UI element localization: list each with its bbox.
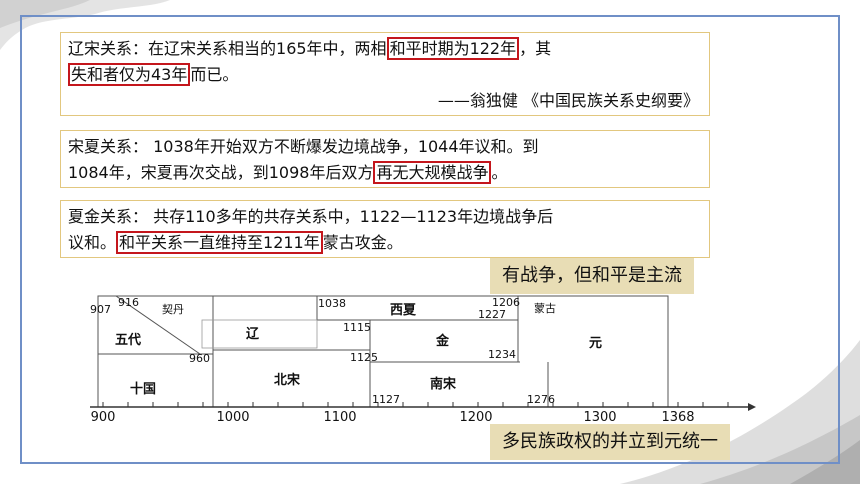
axis-label-1368: 1368 <box>661 410 694 425</box>
axis-label-1000: 1000 <box>216 410 249 425</box>
year-1038: 1038 <box>318 297 346 310</box>
regime-jin: 金 <box>435 333 450 349</box>
regime-xixia: 西夏 <box>390 303 417 318</box>
regime-qidan: 契丹 <box>162 302 184 316</box>
liao-inner-box <box>201 319 318 349</box>
year-960: 960 <box>189 352 210 365</box>
axis-label-1200: 1200 <box>459 410 492 425</box>
year-1125: 1125 <box>350 351 378 364</box>
content-frame <box>20 15 840 464</box>
regime-liao: 辽 <box>246 327 260 342</box>
axis-label-1300: 1300 <box>583 410 616 425</box>
year-1276: 1276 <box>527 393 555 406</box>
quote-source: ——翁独健 《中国民族关系史纲要》 <box>437 91 699 110</box>
year-1227: 1227 <box>478 308 506 321</box>
regime-beisong: 北宋 <box>274 372 301 388</box>
highlight-no-major-war: 再无大规模战争 <box>373 161 492 184</box>
regime-menggu: 蒙古 <box>534 302 556 315</box>
highlight-peace-years: 和平时期为122年 <box>386 37 520 60</box>
highlight-war-years: 失和者仅为43年 <box>68 63 191 86</box>
axis-label-900: 900 <box>91 410 116 425</box>
axis-label-1100: 1100 <box>323 410 356 425</box>
year-1115: 1115 <box>343 321 371 334</box>
regime-wudai: 五代 <box>115 332 141 348</box>
regime-yuan: 元 <box>589 336 602 351</box>
callout-peace-mainstream: 有战争，但和平是主流 <box>490 258 694 294</box>
regime-nansong: 南宋 <box>430 376 457 392</box>
regime-shiguo: 十国 <box>130 381 156 397</box>
year-907: 907 <box>90 303 111 316</box>
quote-song-xia: 宋夏关系： 1038年开始双方不断爆发边境战争，1044年议和。到 1084年，… <box>60 130 710 188</box>
year-1234: 1234 <box>488 348 516 361</box>
year-1127: 1127 <box>372 393 400 406</box>
quote-liao-song-line-1: 辽宋关系：在辽宋关系相当的165年中，两相和平时期为122年，其 <box>68 37 552 60</box>
axis-arrow-icon <box>748 403 756 411</box>
year-1206: 1206 <box>492 296 520 309</box>
year-916: 916 <box>118 296 139 309</box>
timeline-diagonal-qidan <box>115 295 201 355</box>
quote-xia-jin-line-1: 夏金关系： 共存110多年的共存关系中，1122—1123年边境战争后 <box>68 207 554 226</box>
callout-unification: 多民族政权的并立到元统一 <box>490 424 730 460</box>
quote-song-xia-line-1: 宋夏关系： 1038年开始双方不断爆发边境战争，1044年议和。到 <box>68 137 539 156</box>
quote-liao-song-line-2: 失和者仅为43年而已。 <box>68 62 703 88</box>
quote-xia-jin-line-2: 议和。和平关系一直维持至1211年蒙古攻金。 <box>68 231 403 254</box>
quote-xia-jin: 夏金关系： 共存110多年的共存关系中，1122—1123年边境战争后 议和。和… <box>60 200 710 258</box>
quote-song-xia-line-2: 1084年，宋夏再次交战，到1098年后双方再无大规模战争。 <box>68 161 508 184</box>
quote-liao-song: 辽宋关系：在辽宋关系相当的165年中，两相和平时期为122年，其 失和者仅为43… <box>60 32 710 116</box>
highlight-peace-until-1211: 和平关系一直维持至1211年 <box>116 231 323 254</box>
